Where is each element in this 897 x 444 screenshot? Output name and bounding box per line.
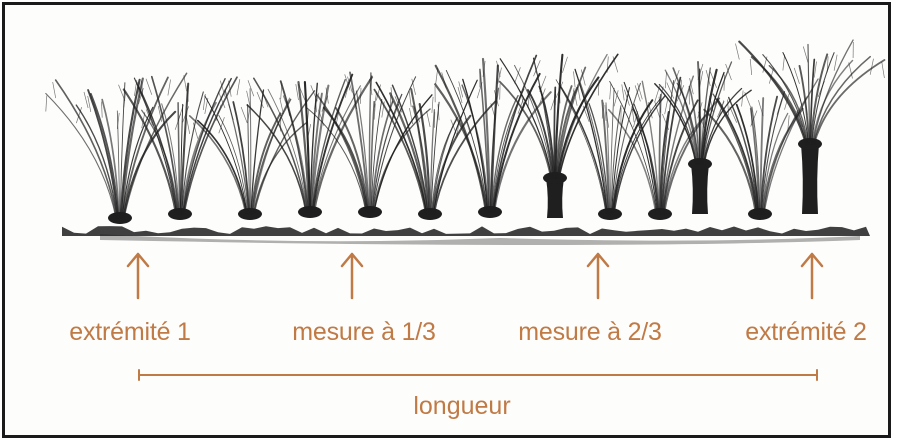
length-bracket	[138, 368, 818, 382]
arrow-marker-mesure-2-3	[583, 250, 613, 300]
arrow-marker-extremite-2	[797, 250, 827, 300]
hedge-stems	[46, 40, 885, 224]
arrow-marker-extremite-1	[123, 250, 153, 300]
hedge-ground	[62, 226, 870, 245]
label-extremite-2: extrémité 2	[745, 318, 866, 347]
label-extremite-1: extrémité 1	[69, 318, 190, 347]
arrow-marker-mesure-1-3	[337, 250, 367, 300]
length-label: longueur	[413, 392, 510, 421]
label-mesure-1-3: mesure à 1/3	[292, 318, 436, 347]
label-mesure-2-3: mesure à 2/3	[518, 318, 662, 347]
